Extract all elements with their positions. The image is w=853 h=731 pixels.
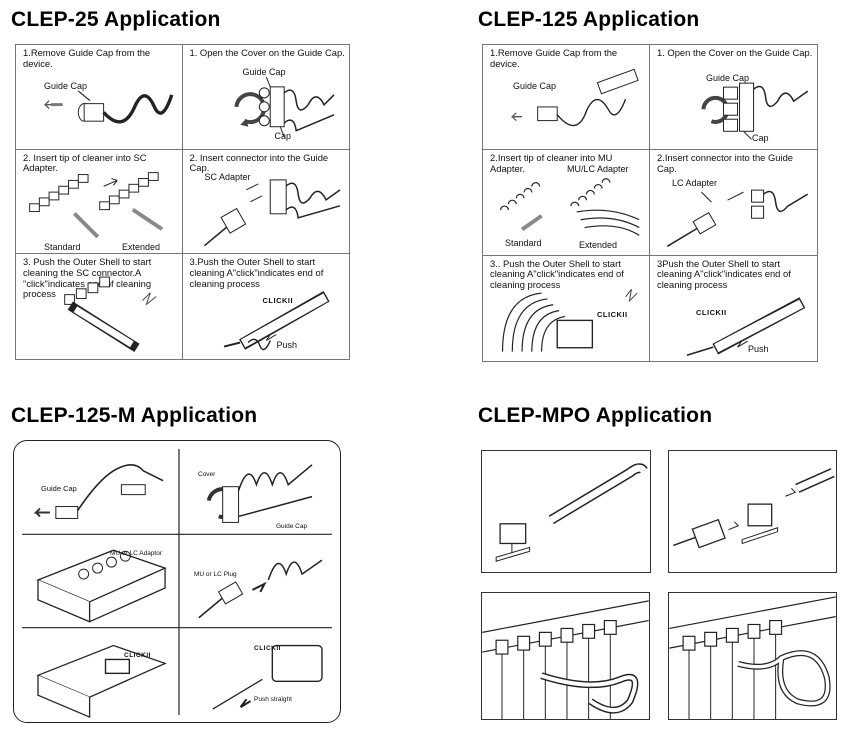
clep25-step-insert-connector: 2. Insert connector into the Guide Cap. … — [182, 150, 349, 255]
push-shell-illustration — [501, 288, 638, 352]
mpo-panel-guide-cap — [481, 450, 651, 573]
step-text: 1.Remove Guide Cap from the device. — [490, 47, 618, 69]
cover-label: Cover — [198, 471, 216, 478]
clep125m-instruction-frame: Guide Cap Cover Guide Cap MU or LC Adapt… — [13, 440, 341, 723]
extended-label: Extended — [579, 240, 618, 251]
clep125-step-insert-tip: 2.Insert tip of cleaner into MU Adapter.… — [483, 150, 650, 256]
standard-label: Standard — [505, 238, 542, 249]
clep125-step-push-shell: 3.. Push the Outer Shell to start cleani… — [483, 255, 650, 361]
clep125-step-remove-cap: 1.Remove Guide Cap from the device. Guid… — [483, 45, 650, 151]
step-text: 3. Push the Outer Shell to start cleanin… — [23, 256, 152, 300]
open-cover-illustration — [233, 76, 335, 137]
clep25-title: CLEP-25 Application — [11, 8, 221, 31]
insert-tip-illustration — [499, 178, 640, 237]
clep125m-title: CLEP-125-M Application — [11, 404, 258, 427]
cap-label: Cap — [752, 133, 769, 143]
click-label: CLICKII — [124, 652, 151, 659]
mpo-guide-cap-illustration — [495, 463, 648, 562]
clep125-step-open-cover: 1. Open the Cover on the Guide Cap. Guid… — [650, 45, 817, 151]
remove-cap-illustration — [43, 90, 174, 124]
push-shell-illustration — [64, 276, 157, 353]
extended-label: Extended — [122, 241, 161, 252]
mu-lc-adapter-label: MU/LC Adapter — [567, 164, 629, 175]
click-label: CLICKII — [696, 307, 727, 317]
step-text: 1.Remove Guide Cap from the device. — [23, 47, 151, 69]
clep25-step-push-shell: 3. Push the Outer Shell to start cleanin… — [16, 254, 183, 359]
clep125-instruction-grid: 1.Remove Guide Cap from the device. Guid… — [482, 44, 818, 362]
guide-cap-label: Guide Cap — [242, 67, 286, 77]
clepmpo-title: CLEP-MPO Application — [478, 404, 713, 427]
click-label: CLICKII — [597, 309, 628, 319]
guide-cap-label-2: Guide Cap — [276, 523, 308, 530]
clep125-title: CLEP-125 Application — [478, 8, 700, 31]
lc-adapter-label: LC Adapter — [672, 178, 718, 189]
clep25-step-open-cover: 1. Open the Cover on the Guide Cap. Guid… — [182, 45, 349, 150]
guide-cap-label: Guide Cap — [513, 81, 557, 91]
insert-connector-illustration — [203, 179, 340, 246]
step-text: 2. Insert tip of cleaner into SC Adapter… — [23, 151, 147, 174]
push-straight-label: Push straight — [254, 696, 292, 703]
step-text: 1. Open the Cover on the Guide Cap. — [657, 47, 813, 58]
mpo-push-shell-illustration — [482, 600, 649, 719]
step-text: 3.. Push the Outer Shell to start cleani… — [490, 257, 624, 290]
open-cover-illustration — [701, 82, 809, 140]
cap-label: Cap — [274, 131, 292, 141]
clep125-step-insert-connector: 2.Insert connector into the Guide Cap. L… — [650, 150, 817, 256]
remove-cap-illustration — [510, 68, 639, 127]
step-text: 2. Insert connector into the Guide Cap. — [189, 151, 329, 174]
insert-connector-illustration — [666, 189, 809, 248]
mpo-insert-connector-illustration — [673, 468, 835, 549]
step-text: 3.Push the Outer Shell to start cleaning… — [189, 256, 324, 289]
step-text: 3Push the Outer Shell to start cleaning … — [657, 257, 791, 290]
mu-lc-plug-label: MU or LC Plug — [194, 571, 237, 578]
sc-adapter-label: SC Adapter — [204, 171, 251, 182]
step-text: 2.Insert connector into the Guide Cap. — [657, 152, 794, 174]
standard-label: Standard — [44, 241, 81, 252]
clep125m-illustration — [22, 448, 332, 719]
clep125-step-push-click: 3Push the Outer Shell to start cleaning … — [650, 256, 817, 361]
clep25-instruction-grid: 1.Remove Guide Cap from the device. Guid… — [15, 44, 350, 360]
click-label-2: CLICKII — [254, 645, 281, 652]
push-click-illustration — [686, 296, 806, 356]
mpo-push-click-illustration — [669, 596, 836, 719]
clep25-step-push-click: 3.Push the Outer Shell to start cleaning… — [183, 254, 350, 359]
guide-cap-label: Guide Cap — [41, 484, 77, 493]
click-label: CLICKII — [262, 296, 294, 306]
clep25-step-insert-tip: 2. Insert tip of cleaner into SC Adapter… — [16, 149, 183, 255]
clep25-step-remove-cap: 1.Remove Guide Cap from the device. Guid… — [16, 45, 183, 150]
insert-tip-illustration — [29, 171, 164, 238]
step-text: 1. Open the Cover on the Guide Cap. — [189, 47, 345, 58]
push-label: Push — [748, 343, 769, 354]
mpo-panel-push-shell — [481, 592, 650, 720]
guide-cap-label: Guide Cap — [706, 73, 750, 83]
guide-cap-label: Guide Cap — [44, 81, 88, 91]
mu-lc-adaptor-label: MU or LC Adaptor — [110, 550, 163, 557]
push-label: Push — [276, 340, 298, 351]
push-click-illustration — [223, 291, 330, 351]
step-text: 2.Insert tip of cleaner into MU Adapter. — [490, 152, 613, 174]
mpo-panel-insert-connector — [668, 450, 837, 573]
mpo-panel-push-click — [668, 592, 837, 720]
